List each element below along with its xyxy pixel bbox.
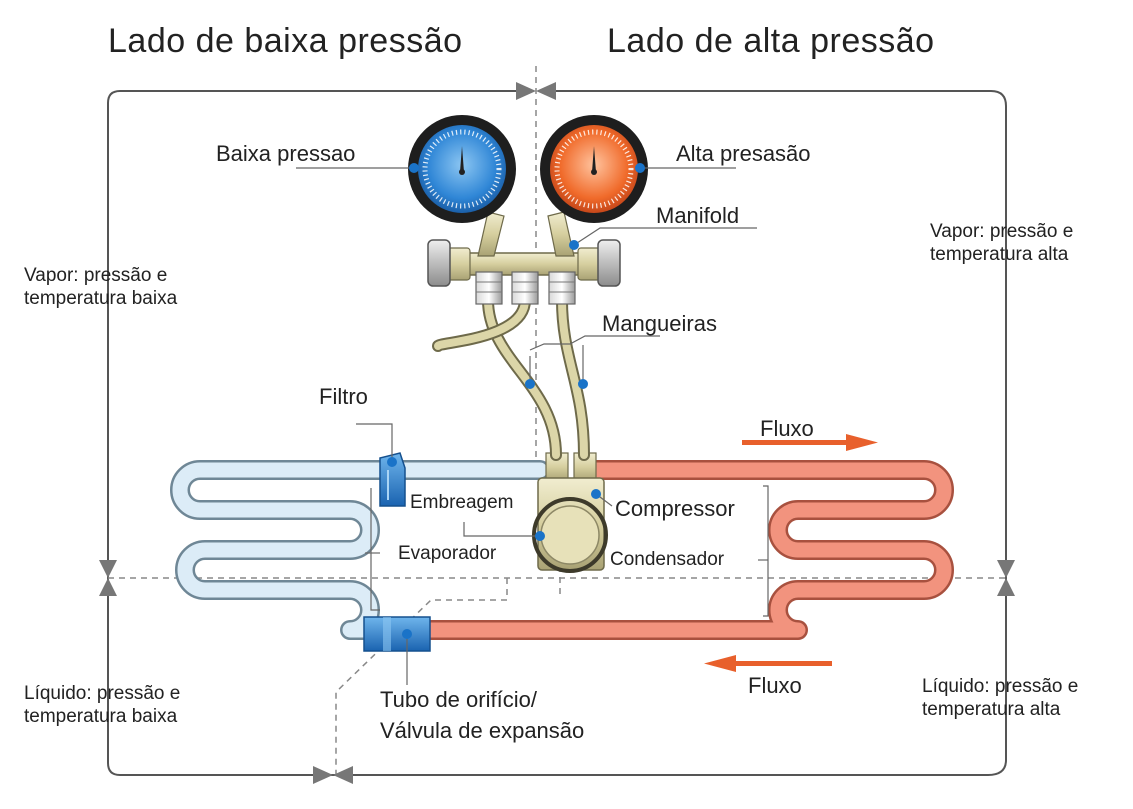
vapor-high-line2: temperatura alta [930, 244, 1069, 265]
low-gauge-label: Baixa pressao [216, 141, 356, 166]
gauge-icon [408, 115, 516, 223]
condenser-coil [420, 460, 954, 640]
liquid-high-line2: temperatura alta [922, 699, 1061, 720]
hoses [432, 294, 590, 461]
vapor-high-label: Vapor: pressão e temperatura alta [930, 220, 1073, 266]
low-side-title: Lado de baixa pressão [108, 22, 463, 60]
valve-icon [99, 560, 117, 596]
high-side-title: Lado de alta pressão [607, 22, 935, 60]
vapor-high-line1: Vapor: pressão e [930, 221, 1074, 242]
orifice-tube [363, 616, 431, 652]
flow-bottom-label: Fluxo [748, 673, 802, 698]
vapor-low-label: Vapor: pressão e temperatura baixa [24, 264, 177, 310]
condenser-label: Condensador [610, 549, 725, 570]
clutch-label: Embreagem [410, 492, 514, 513]
liquid-high-label: Líquido: pressão e temperatura alta [922, 675, 1078, 721]
high-gauge-label: Alta presasão [676, 141, 811, 166]
liquid-low-line1: Líquido: pressão e [24, 683, 181, 704]
evaporator-label: Evaporador [398, 543, 497, 564]
vapor-low-line1: Vapor: pressão e [24, 265, 168, 286]
orifice-label-line1: Tubo de orifício/ [380, 687, 537, 712]
filter-drier [379, 452, 406, 507]
liquid-low-line2: temperatura baixa [24, 706, 178, 727]
orifice-label-line2: Válvula de expansão [380, 718, 585, 743]
leader-lines [296, 167, 769, 685]
valve-icon [313, 766, 353, 784]
flow-top-label: Fluxo [760, 416, 814, 441]
point-markers [387, 163, 645, 639]
manifold-label: Manifold [656, 203, 740, 228]
arrow-right-icon [742, 434, 878, 451]
gauge-icon [540, 115, 648, 223]
vapor-low-line2: temperatura baixa [24, 288, 178, 309]
liquid-high-line1: Líquido: pressão e [922, 676, 1079, 697]
liquid-low-label: Líquido: pressão e temperatura baixa [24, 682, 180, 728]
system-loop [107, 90, 1007, 776]
compressor [532, 452, 608, 573]
hoses-label: Mangueiras [602, 311, 717, 336]
valve-icon [997, 560, 1015, 596]
valve-icon [516, 82, 556, 100]
arrow-left-icon [704, 655, 832, 672]
compressor-label: Compressor [615, 496, 735, 521]
filter-label: Filtro [319, 384, 368, 409]
manifold [427, 211, 621, 305]
evaporator-coil [170, 460, 550, 640]
